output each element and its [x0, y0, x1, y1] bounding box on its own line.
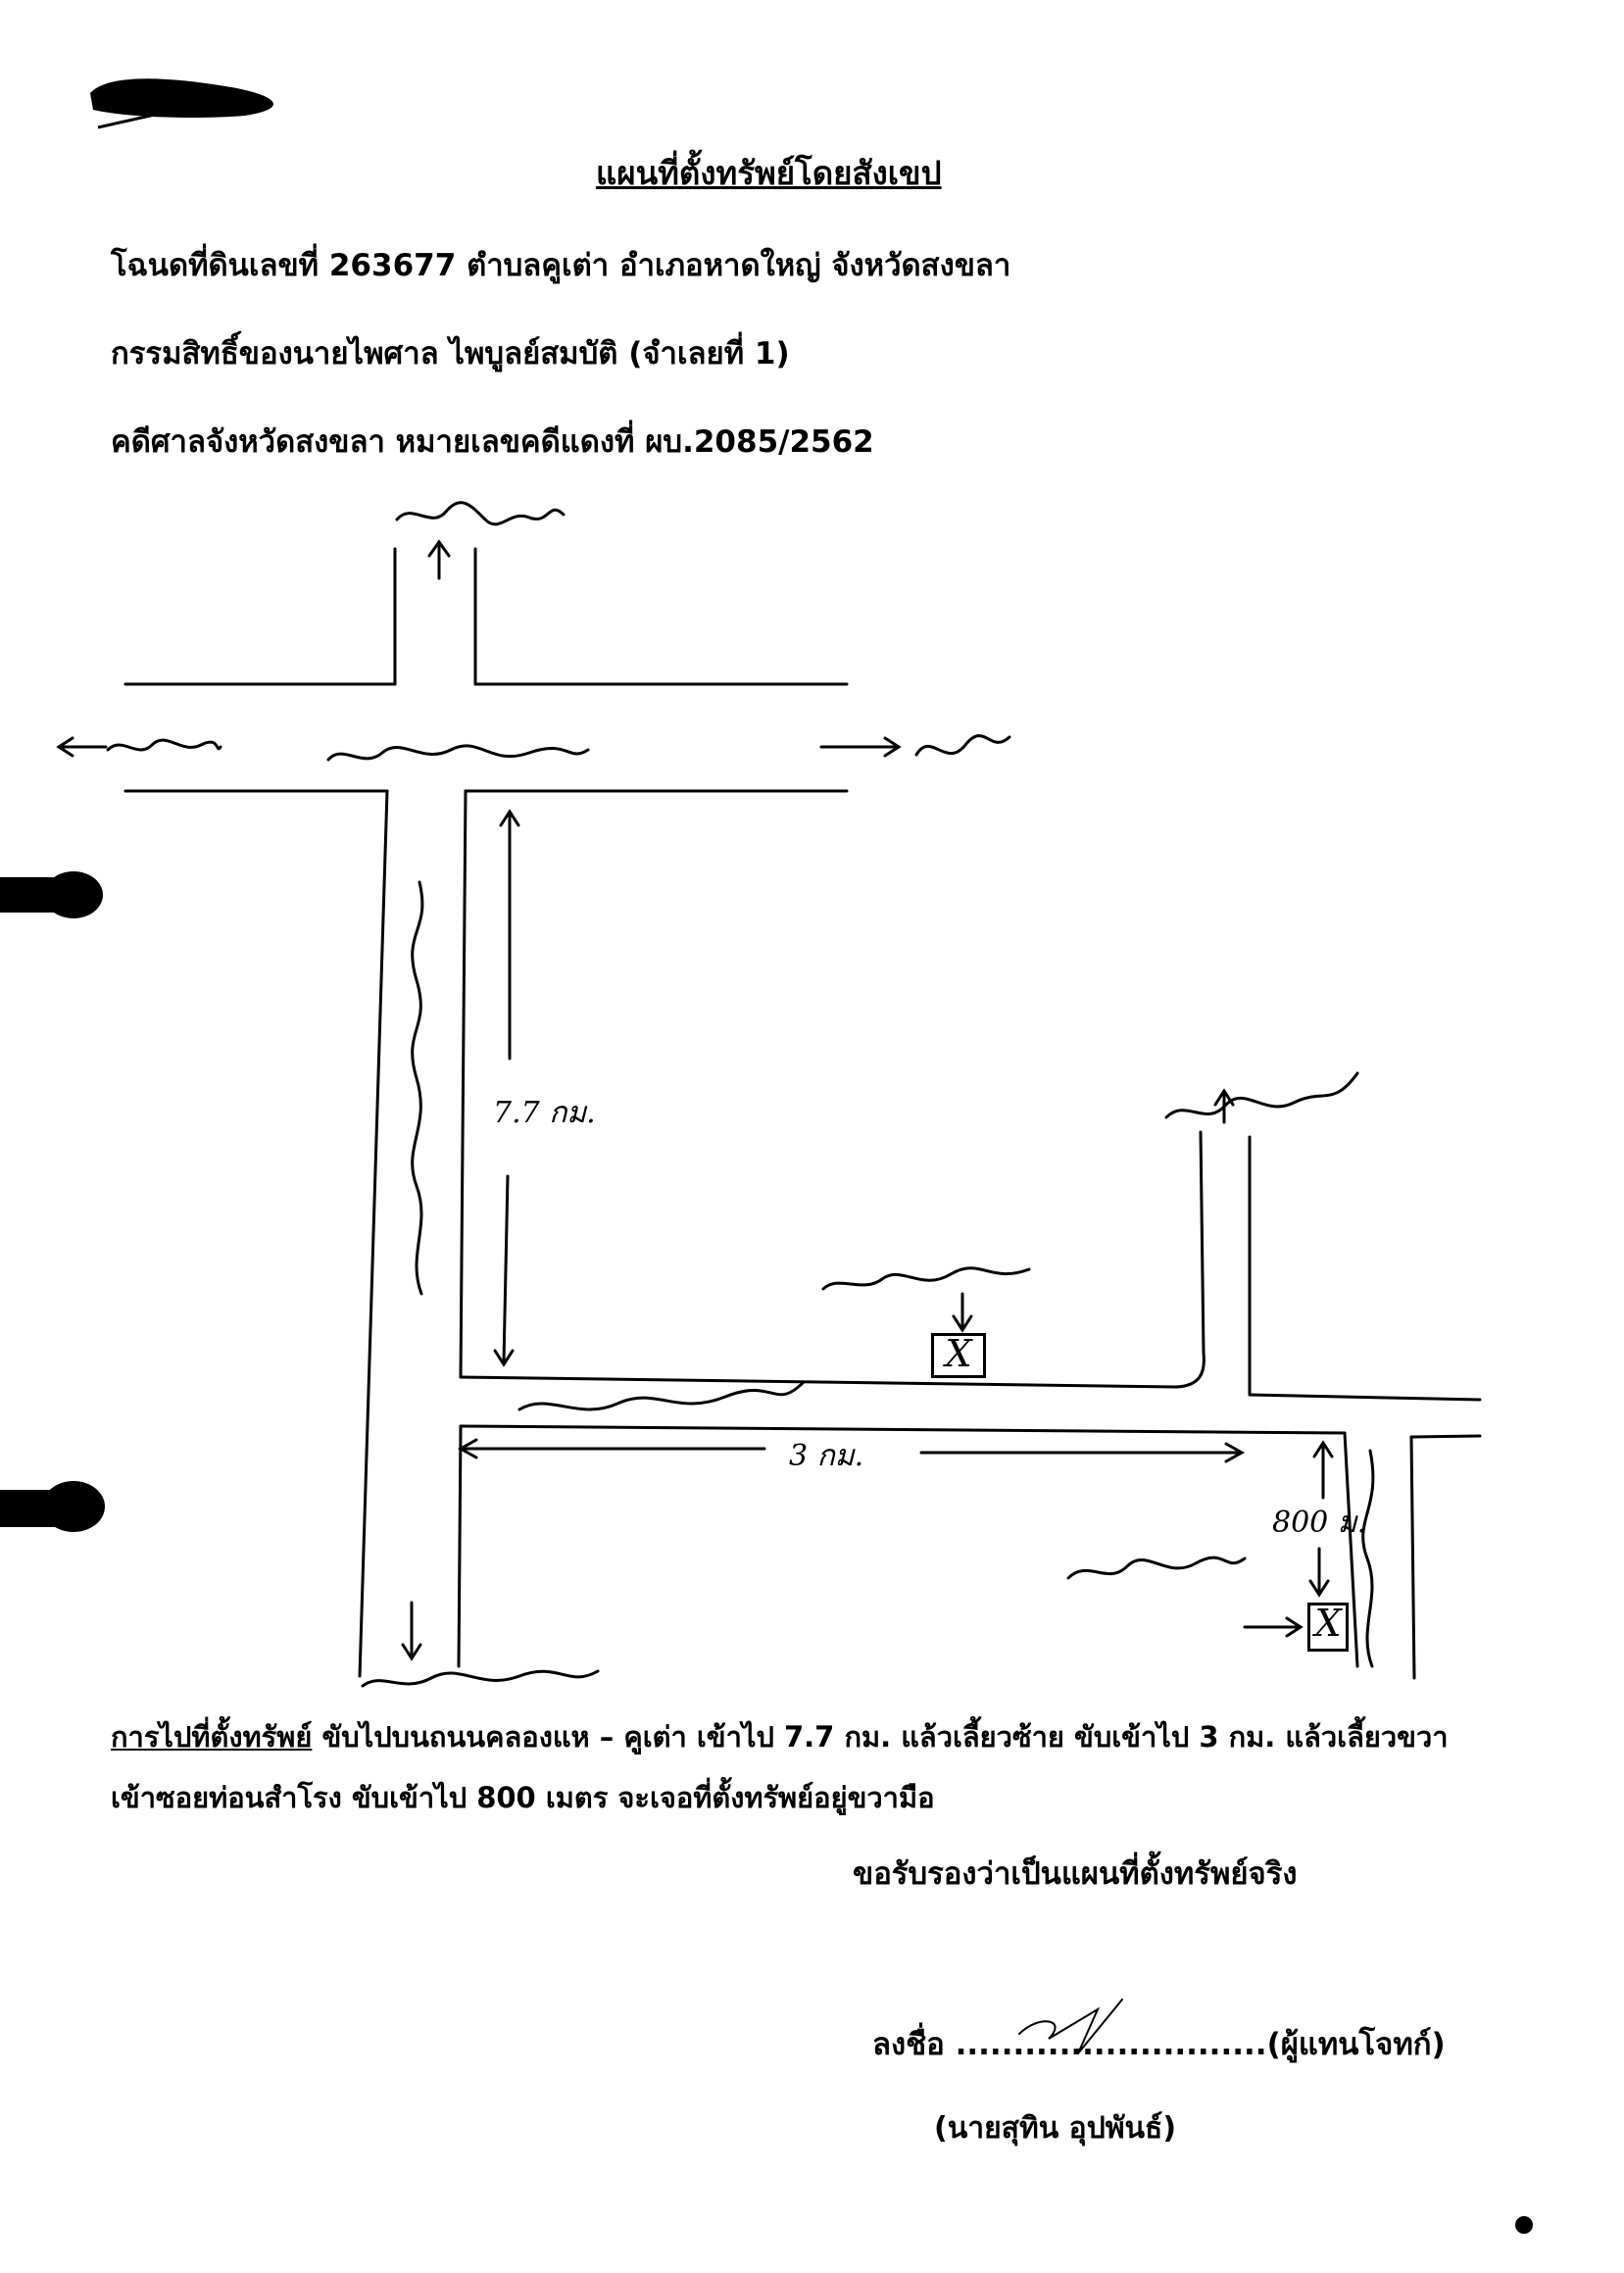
scribble-to-khutao: [914, 734, 1011, 757]
scribble-soi-name: [1361, 1449, 1375, 1668]
road-nongthong-top-edge: [459, 1130, 1206, 1389]
property-marker: X: [1314, 1602, 1342, 1645]
sign-role: (ผู้แทนโจทก์): [1266, 2027, 1446, 2062]
certification-statement: ขอรับรองว่าเป็นแผนที่ตั้งทรัพย์จริง: [853, 1856, 1298, 1892]
scribble-road-name: [326, 744, 590, 762]
directions-line-2: เข้าซอยท่อนสำโรง ขับเข้าไป 800 เมตร จะเจ…: [111, 1781, 935, 1814]
scribble-road-label-vertical: [411, 880, 424, 1296]
signer-name: (นายสุทิน อุปพันธ์): [934, 2111, 1177, 2146]
road-nongthong-bottom-edge: [459, 1424, 1347, 1435]
directions-lead: การไปที่ตั้งทรัพย์: [111, 1720, 313, 1754]
owner-line: กรรมสิทธิ์ของนายไพศาล ไพบูลย์สมบัติ (จำเ…: [111, 336, 790, 371]
scribble-to-songkhla: [106, 738, 222, 752]
signature-line: ลงชื่อ ...........................(ผู้แท…: [872, 2019, 1446, 2068]
scribble-to-hatyai: [395, 501, 566, 526]
case-line: คดีศาลจังหวัดสงขลา หมายเลขคดีแดงที่ ผบ.2…: [111, 424, 874, 460]
road-khlonghae-right-edge-lower: [457, 1424, 463, 1668]
label-7-7-km: 7.7 กม.: [493, 1096, 596, 1130]
signature: [1018, 1999, 1123, 2054]
scribble-to-thungtamsao: [361, 1669, 600, 1688]
property-box: X: [1307, 1602, 1349, 1652]
sign-label: ลงชื่อ: [872, 2027, 945, 2062]
scribble-landmark: [821, 1266, 1031, 1291]
scribble-road-nongthong: [517, 1380, 806, 1411]
sign-dots: ...........................: [955, 2027, 1267, 2062]
page-title: แผนที่ตั้งทรัพย์โดยสังเขป: [596, 154, 942, 192]
landmark-box: X: [931, 1332, 986, 1378]
deed-line: โฉนดที่ดินเลขที่ 263677 ตำบลคูเต่า อำเภอ…: [111, 248, 1011, 283]
soi-right-edge: [1409, 1435, 1416, 1680]
redaction-mark: [90, 78, 273, 118]
label-3-km: 3 กม.: [789, 1439, 864, 1473]
soi-left-edge: [1343, 1431, 1359, 1668]
scribble-property-label: [1066, 1556, 1247, 1580]
scribble-to-nongthong: [1164, 1071, 1359, 1119]
directions-line-1: การไปที่ตั้งทรัพย์ ขับไปบนถนนคลองแห – คู…: [111, 1714, 1449, 1759]
label-800-m: 800 ม.: [1272, 1506, 1367, 1540]
directions-text-1: ขับไปบนถนนคลองแห – คูเต่า เข้าไป 7.7 กม.…: [321, 1720, 1449, 1754]
landmark-marker: X: [945, 1332, 972, 1375]
road-khlonghae-right-edge-upper: [459, 789, 468, 1379]
road-khlonghae-left-edge: [358, 789, 389, 1678]
page-mark: [1515, 2216, 1533, 2234]
